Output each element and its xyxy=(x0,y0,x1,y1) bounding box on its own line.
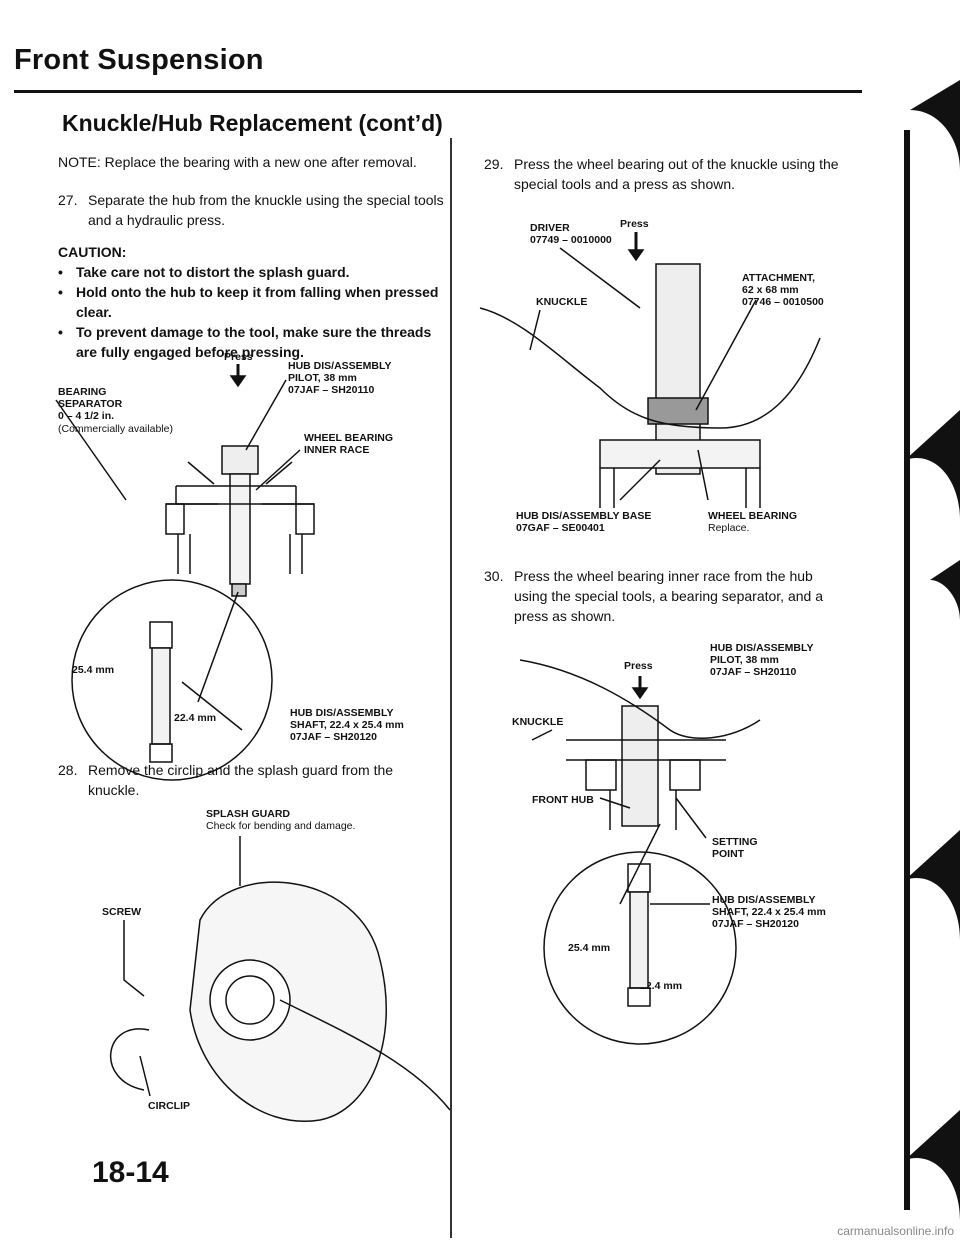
hub-base-label: HUB DIS/ASSEMBLY BASE 07GAF – SE00401 xyxy=(516,510,652,534)
step-number: 28. xyxy=(58,762,78,778)
step-text: Separate the hub from the knuckle using … xyxy=(88,192,444,228)
inner-race-label: WHEEL BEARING INNER RACE xyxy=(304,432,394,456)
press-label: Press xyxy=(624,660,653,672)
dimension-label: 25.4 mm xyxy=(568,942,611,954)
hub-pilot-label: HUB DIS/ASSEMBLY PILOT, 38 mm 07JAF – SH… xyxy=(710,642,814,678)
setting-point-label: SETTING POINT xyxy=(712,836,758,860)
section-title: Knuckle/Hub Replacement (cont’d) xyxy=(62,110,443,136)
step-text: Remove the circlip and the splash guard … xyxy=(88,762,394,798)
shaft-detail-illustration xyxy=(71,579,273,781)
circlip-label: CIRCLIP xyxy=(148,1100,190,1112)
column-divider xyxy=(450,138,452,1238)
replace-note: Replace. xyxy=(708,522,750,534)
step-30: 30. Press the wheel bearing inner race f… xyxy=(484,566,840,626)
watermark: carmanualsonline.info xyxy=(837,1224,954,1238)
page-title: Front Suspension xyxy=(14,44,264,76)
caution-item: Hold onto the hub to keep it from fallin… xyxy=(58,282,446,322)
header-rule xyxy=(14,90,862,93)
step-text: Press the wheel bearing out of the knuck… xyxy=(514,156,839,192)
bearing-separator-label: BEARING SEPARATOR 0 – 4 1/2 in. xyxy=(58,386,123,422)
step-number: 29. xyxy=(484,156,504,172)
hub-shaft-label: HUB DIS/ASSEMBLY SHAFT, 22.4 x 25.4 mm 0… xyxy=(712,894,826,930)
dimension-label: 22.4 mm xyxy=(174,712,217,724)
hub-pilot-label: HUB DIS/ASSEMBLY PILOT, 38 mm 07JAF – SH… xyxy=(288,360,392,396)
step-27: 27. Separate the hub from the knuckle us… xyxy=(58,190,468,230)
step-number: 30. xyxy=(484,568,504,584)
press-label: Press xyxy=(224,351,253,363)
splash-guard-label: SPLASH GUARD xyxy=(206,808,291,820)
caution-list: Take care not to distort the splash guar… xyxy=(58,262,446,362)
caution-item: To prevent damage to the tool, make sure… xyxy=(58,322,446,362)
dimension-label: 25.4 mm xyxy=(72,664,115,676)
knuckle-label: KNUCKLE xyxy=(536,296,588,308)
step-number: 27. xyxy=(58,192,78,208)
shaft-detail-illustration-2 xyxy=(543,823,737,1045)
inner-race-press-illustration xyxy=(519,659,761,839)
page-number: 18-14 xyxy=(92,1156,169,1189)
driver-label: DRIVER 07749 – 0010000 xyxy=(530,222,612,246)
step-text: Press the wheel bearing inner race from … xyxy=(514,568,823,624)
splash-guard-illustration xyxy=(109,836,451,1122)
hub-shaft-label: HUB DIS/ASSEMBLY SHAFT, 22.4 x 25.4 mm 0… xyxy=(290,707,404,743)
attachment-label: ATTACHMENT, 62 x 68 mm 07746 – 0010500 xyxy=(742,272,824,308)
knuckle-label: KNUCKLE xyxy=(512,716,564,728)
binding-tabs xyxy=(904,80,960,1220)
front-hub-label: FRONT HUB xyxy=(532,794,594,806)
splash-guard-note: Check for bending and damage. xyxy=(206,820,356,832)
step-29: 29. Press the wheel bearing out of the k… xyxy=(484,154,840,194)
press-label: Press xyxy=(620,218,649,230)
commercially-available-label: (Commercially available) xyxy=(58,423,173,435)
step-28: 28. Remove the circlip and the splash gu… xyxy=(58,760,440,800)
caution-heading: CAUTION: xyxy=(58,244,127,260)
dimension-label: 22.4 mm xyxy=(640,980,683,992)
note-text: NOTE: Replace the bearing with a new one… xyxy=(58,154,417,170)
wheel-bearing-label: WHEEL BEARING xyxy=(708,510,798,522)
caution-item: Take care not to distort the splash guar… xyxy=(58,262,446,282)
screw-label: SCREW xyxy=(102,906,142,918)
